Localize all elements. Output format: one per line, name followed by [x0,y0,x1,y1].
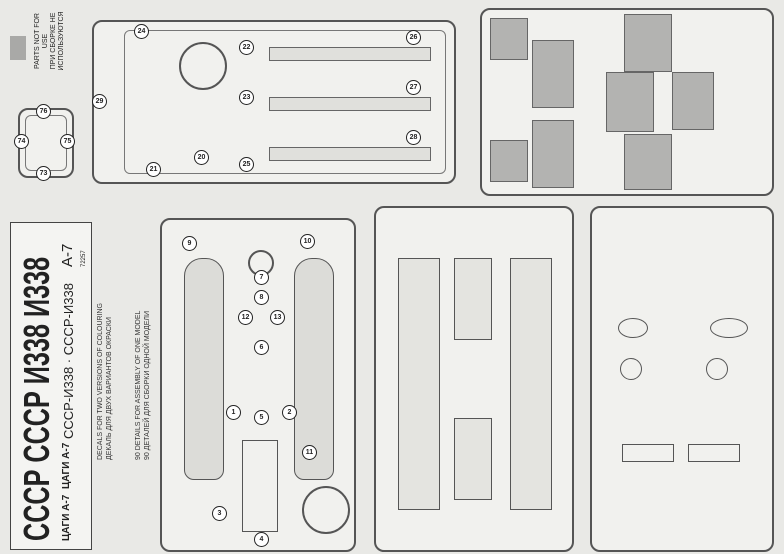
part-number: 21 [146,162,161,177]
sprue-small-parts [480,8,774,196]
part-number: 24 [134,24,149,39]
unused-swatch [10,36,26,60]
decal-medium-text: СССР-И338 · СССР-И338 [61,283,76,439]
sprue-wings [374,206,574,552]
decals-note-ru: ДЕКАЛЬ ДЛЯ ДВУХ ВАРИАНТОВ ОКРАСКИ [106,317,113,460]
part-number: 6 [254,340,269,355]
decal-sheet: СССР СССР И338 И338 ЦАГИ А-7 ЦАГИ А-7 СС… [10,222,92,550]
part-number: 76 [36,104,51,119]
decal-large-text: СССР СССР И338 И338 [16,256,57,541]
part-number: 26 [406,30,421,45]
unused-label-ru: ПРИ СБОРКЕ НЕ ИСПОЛЬЗУЮТСЯ [50,11,65,71]
part-number: 23 [239,90,254,105]
part-number: 9 [182,236,197,251]
unused-label-en: PARTS NOT FOR USE [34,13,49,70]
sprue-details [590,206,774,552]
unused-parts-frame: 76 74 75 73 [14,104,75,181]
part-number: 74 [14,134,29,149]
unused-label: PARTS NOT FOR USE ПРИ СБОРКЕ НЕ ИСПОЛЬЗУ… [34,10,66,72]
part-number: 2 [282,405,297,420]
part-number: 5 [254,410,269,425]
part-number: 29 [92,94,107,109]
details-note-ru: 90 ДЕТАЛЕЙ ДЛЯ СБОРКИ ОДНОЙ МОДЕЛИ [144,311,151,460]
part-number: 73 [36,166,51,181]
decal-code: 72257 [81,250,87,267]
notes: DECALS FOR TWO VERSIONS OF COLOURING ДЕК… [96,303,152,460]
part-number: 22 [239,40,254,55]
part-number: 10 [300,234,315,249]
decal-model: А-7 [59,243,76,267]
part-number: 27 [406,80,421,95]
part-number: 25 [239,157,254,172]
part-number: 3 [212,506,227,521]
part-number: 4 [254,532,269,547]
part-number: 20 [194,150,209,165]
decals-note-en: DECALS FOR TWO VERSIONS OF COLOURING [97,302,104,460]
part-number: 13 [270,310,285,325]
decal-small-text: ЦАГИ А-7 [61,494,72,541]
part-number: 12 [238,310,253,325]
sprue-top: 20 21 22 23 24 25 26 27 28 29 [92,20,456,184]
part-number: 1 [226,405,241,420]
part-number: 28 [406,130,421,145]
sprue-fuselage: 1 2 3 4 5 6 7 8 9 10 11 12 13 [160,218,356,552]
part-number: 7 [254,270,269,285]
part-number: 75 [60,134,75,149]
part-number: 8 [254,290,269,305]
decal-small-text: ЦАГИ А-7 [61,442,72,489]
details-note-en: 90 DETAILS FOR ASSEMBLY OF ONE MODEL [135,310,142,460]
part-number: 11 [302,445,317,460]
